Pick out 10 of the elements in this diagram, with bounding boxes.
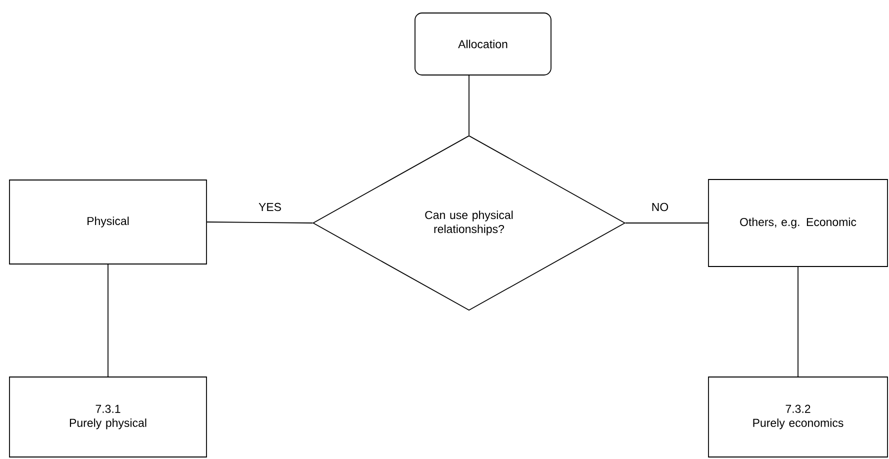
edge-label: YES xyxy=(258,202,282,212)
edge-label: NO xyxy=(650,202,670,212)
process-box: Physical xyxy=(9,180,207,264)
process-box: Others, e.g. Economic xyxy=(708,179,888,267)
connector-line xyxy=(625,222,708,224)
process-box: 7.3.2 Purely economics xyxy=(708,376,888,458)
connector-line xyxy=(468,75,470,136)
process-box: 7.3.1 Purely physical xyxy=(9,376,207,458)
connector-line xyxy=(206,222,313,224)
allocation-box: Allocation xyxy=(414,12,552,76)
